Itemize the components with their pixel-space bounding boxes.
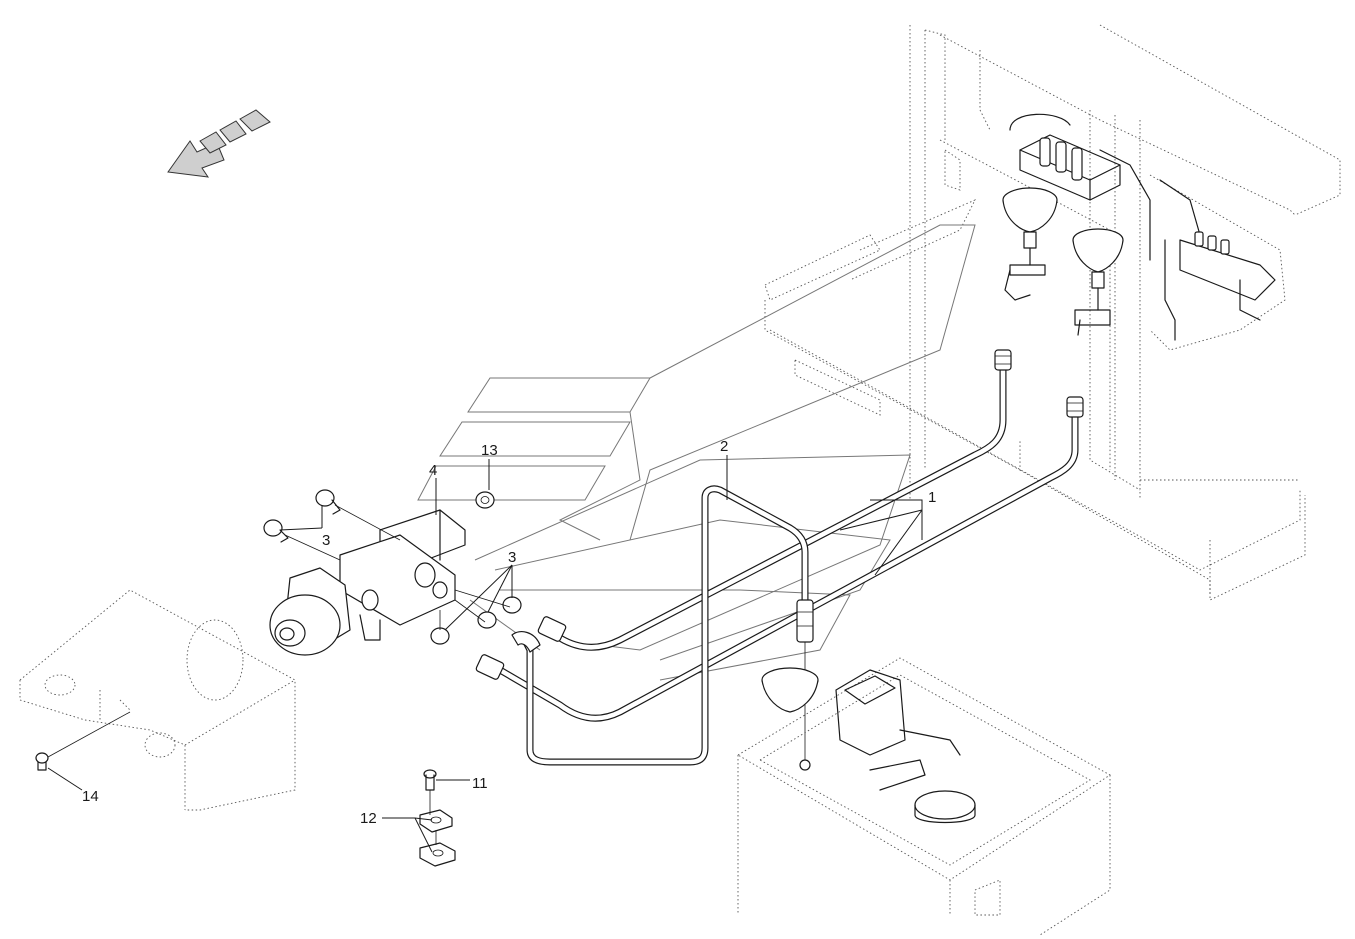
tube-nut-left-a (537, 616, 567, 642)
mounting-bracket (19, 589, 296, 811)
callout-12: 12 (360, 810, 377, 827)
tube-1a (556, 361, 1007, 651)
tube-2 (521, 485, 809, 766)
hydraulic-tank (737, 657, 1111, 936)
direction-arrow-icon (167, 109, 271, 178)
machine-frame (764, 24, 1341, 601)
pump-housing (269, 534, 456, 656)
valve-manifold (1009, 113, 1276, 341)
callout-1: 1 (928, 489, 936, 506)
callout-labels: 1 2 3 3 4 11 12 13 14 (82, 438, 936, 827)
fitting-3-b (263, 519, 289, 543)
fitting-3-a (315, 489, 341, 515)
callout-3-upper: 3 (322, 532, 330, 549)
fitting-3-c (502, 596, 522, 614)
tube-nut-left-b (475, 654, 505, 680)
leader-lines (47, 455, 923, 853)
callout-14: 14 (82, 788, 99, 805)
tube-1b (496, 408, 1079, 722)
tube-nut-top-left (994, 349, 1012, 371)
accumulator-right (1072, 228, 1124, 336)
callout-4: 4 (429, 462, 437, 479)
callout-11: 11 (472, 775, 488, 792)
clamp-12-lower (419, 790, 456, 867)
tube-nut-top-right (1066, 396, 1084, 418)
accumulator-left (1002, 187, 1058, 301)
fitting-3-d (477, 611, 497, 629)
callout-13: 13 (481, 442, 498, 459)
bolt-14 (35, 711, 131, 771)
fitting-3-e (430, 627, 450, 645)
bolt-11 (423, 769, 437, 791)
elbow-fitting (511, 631, 541, 653)
callout-2: 2 (720, 438, 728, 455)
callout-3-lower: 3 (508, 549, 516, 566)
assembly-lines (284, 504, 511, 630)
clamp-12-upper (419, 809, 453, 833)
tube-nut-middle (796, 599, 814, 643)
routing-guide-outlines (417, 224, 976, 681)
nut-13 (475, 491, 495, 509)
